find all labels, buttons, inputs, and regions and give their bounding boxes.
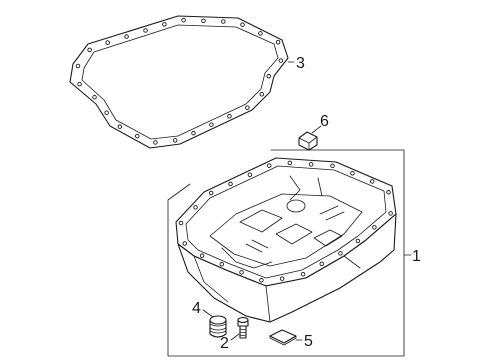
- clip-icon: [298, 131, 318, 151]
- bolt-hole: [372, 225, 377, 230]
- bolt-hole: [247, 172, 253, 178]
- bolt-hole: [77, 81, 82, 87]
- bolt-hole: [135, 133, 140, 139]
- bolt-hole: [259, 277, 264, 283]
- bolt-hole: [181, 17, 186, 23]
- leader-lines: [202, 61, 412, 341]
- drain-plug-icon: [209, 315, 227, 338]
- bolt-hole: [338, 251, 343, 256]
- bolt-hole: [75, 63, 81, 69]
- magnet-pad-icon: [269, 329, 297, 346]
- bolt-hole: [117, 124, 123, 129]
- bolt-hole: [278, 58, 284, 63]
- bolt-hole: [300, 271, 306, 277]
- bolt-hole: [330, 163, 335, 169]
- bolt-hole: [240, 22, 245, 27]
- bolt-hole: [239, 270, 244, 275]
- callout-labels: 3 6 1 4 2 5: [192, 55, 421, 352]
- bolt-hole: [258, 31, 263, 36]
- bolt-hole: [208, 190, 214, 196]
- bolt-hole: [266, 163, 272, 168]
- bolt-hole: [266, 73, 271, 79]
- bolt-hole: [104, 110, 109, 115]
- bolt-hole: [124, 34, 129, 39]
- callout-2: 2: [220, 335, 229, 352]
- bolt-hole: [219, 262, 224, 267]
- bolt-hole: [275, 39, 281, 45]
- bolt-hole: [191, 130, 196, 136]
- bolt-hole: [143, 28, 148, 33]
- bolt-hole: [369, 179, 375, 184]
- bolt-hole: [386, 190, 391, 195]
- bolt-hole: [259, 91, 265, 97]
- bolt-hole: [227, 113, 232, 119]
- bolt-hole: [287, 160, 293, 166]
- bolt-hole: [388, 211, 393, 216]
- bolt-hole: [308, 162, 314, 167]
- callout-5: 5: [304, 333, 313, 350]
- bolt-hole: [245, 105, 250, 111]
- bolt-hole: [92, 94, 97, 100]
- leader-2: [230, 333, 240, 341]
- pan-gasket-icon: [69, 15, 289, 149]
- leader-6: [311, 125, 322, 134]
- bolt-hole: [221, 19, 226, 24]
- bolt-hole: [182, 241, 188, 246]
- bolt-hole: [87, 47, 92, 53]
- bolt-hole: [153, 140, 158, 145]
- callout-4: 4: [192, 300, 201, 317]
- bolt-hole: [199, 253, 205, 258]
- callout-3: 3: [296, 55, 305, 72]
- bolt-hole: [105, 40, 110, 45]
- bolt-hole: [319, 261, 325, 267]
- bolt-hole: [279, 276, 285, 281]
- bolt-hole: [201, 18, 206, 24]
- callout-6: 6: [320, 113, 329, 130]
- oil-pan-icon: [167, 149, 405, 357]
- bolt-hole: [162, 22, 167, 27]
- bolt-hole: [209, 122, 214, 127]
- bolt-hole: [228, 181, 233, 187]
- leader-4: [202, 309, 214, 318]
- bolt-hole: [178, 220, 184, 226]
- bolt-hole: [355, 238, 361, 244]
- drain-bolt-icon: [237, 317, 249, 339]
- bolt-hole: [172, 138, 178, 143]
- bolt-hole: [193, 205, 198, 210]
- bolt-hole: [350, 170, 355, 176]
- callout-1: 1: [412, 248, 421, 265]
